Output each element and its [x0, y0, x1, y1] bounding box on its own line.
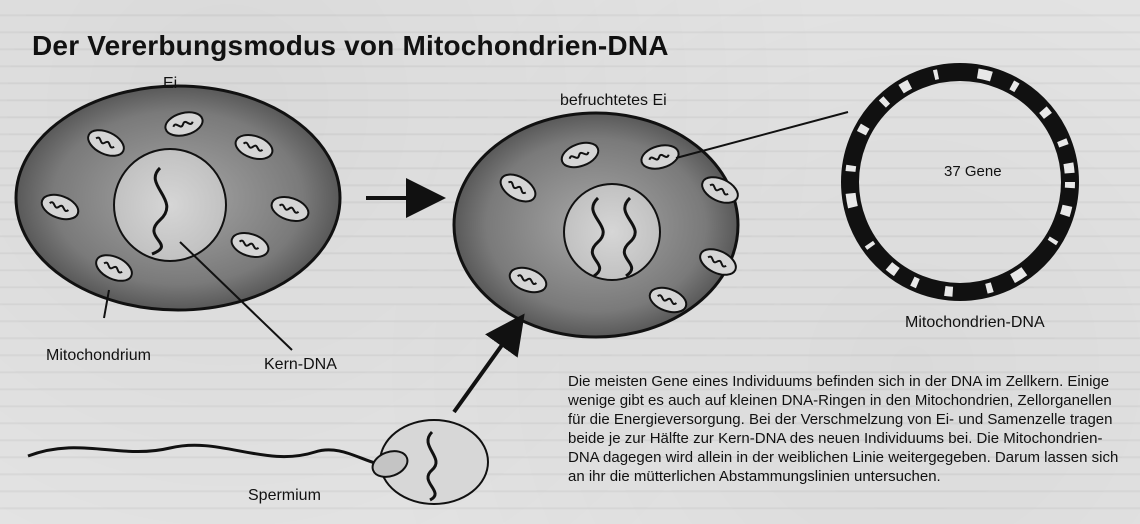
arrow-sperm-to-fertilized	[454, 320, 520, 412]
label-kern-dna: Kern-DNA	[264, 356, 337, 374]
egg-nucleus	[114, 149, 226, 261]
mitochondrial-dna-ring	[850, 72, 1070, 292]
label-mitochondrien-dna: Mitochondrien-DNA	[905, 314, 1045, 332]
pointer-mito-to-circle	[676, 112, 848, 158]
sperm-tail	[28, 445, 392, 465]
label-fertilized-egg: befruchtetes Ei	[560, 92, 667, 110]
label-37-gene: 37 Gene	[944, 163, 1002, 180]
egg-cell	[16, 86, 340, 310]
label-egg: Ei	[163, 75, 177, 93]
fertilized-egg-nucleus	[564, 184, 660, 280]
fertilized-egg-cell	[454, 113, 742, 337]
page-title: Der Vererbungsmodus von Mitochondrien-DN…	[32, 30, 669, 62]
description-paragraph: Die meisten Gene eines Individuums befin…	[568, 372, 1128, 486]
label-mitochondrium: Mitochondrium	[46, 347, 151, 365]
label-spermium: Spermium	[248, 487, 321, 505]
